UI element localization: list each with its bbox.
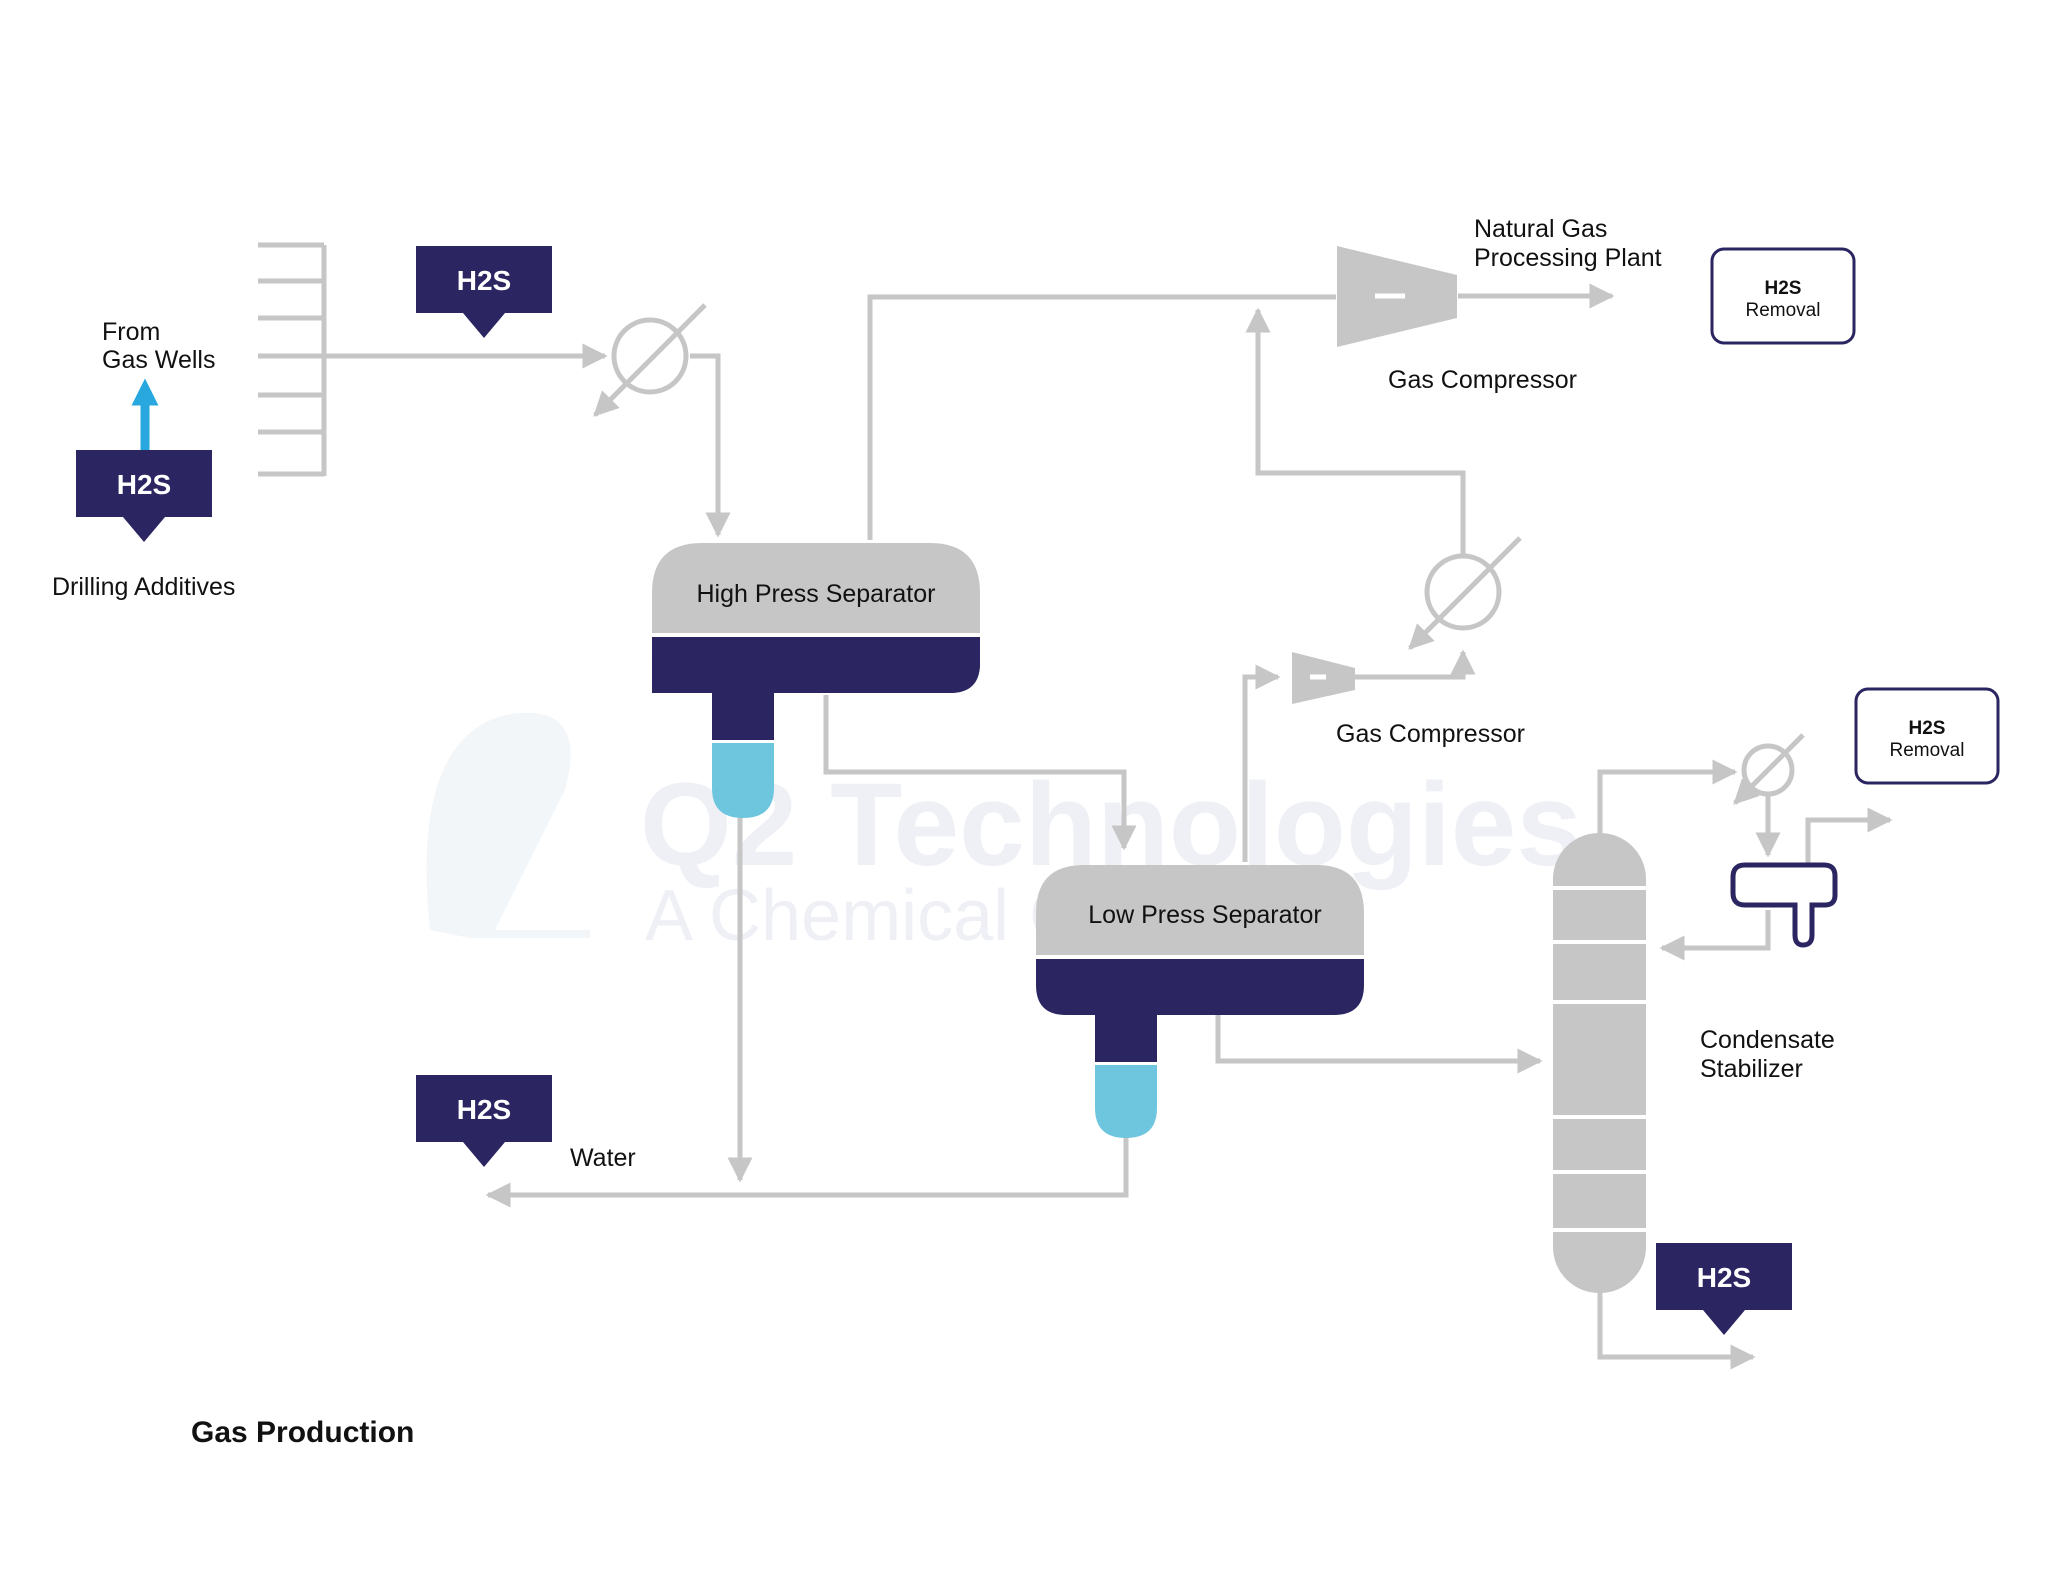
h2s-removal-box: H2S Removal (1710, 247, 1856, 345)
water-outlet-line (485, 1137, 1129, 1208)
high-press-separator-label: High Press Separator (696, 580, 935, 608)
svg-text:H2S: H2S (457, 1094, 511, 1125)
svg-text:H2S: H2S (1765, 278, 1802, 299)
low-press-separator: Low Press Separator (1036, 865, 1364, 1138)
svg-text:H2S: H2S (457, 265, 511, 296)
hp-gas-line (867, 294, 1336, 540)
page-title: Gas Production (191, 1416, 414, 1449)
low-press-separator-label: Low Press Separator (1088, 901, 1321, 929)
lp-compressor-out-line (1355, 649, 1476, 680)
h2s-badge: H2S (1656, 1243, 1792, 1335)
gas-compressor-mid-label: Gas Compressor (1336, 720, 1525, 748)
wellhead-manifold-icon (258, 242, 327, 477)
heat-exchanger-icon (1408, 536, 1522, 650)
lp-to-stabilizer-line (1215, 1015, 1543, 1074)
labels: From Gas Wells Drilling Additives Natura… (52, 215, 1835, 1449)
drum-vapor-line (1805, 807, 1893, 866)
drilling-additives-label: Drilling Additives (52, 573, 235, 601)
condensate-stabilizer-column (1553, 833, 1646, 1293)
svg-text:H2S: H2S (1909, 718, 1946, 739)
svg-text:H2S: H2S (117, 469, 171, 500)
reflux-return-line (1659, 910, 1771, 961)
high-press-separator: High Press Separator (652, 543, 980, 818)
stabilizer-overhead-line (1597, 759, 1738, 833)
natural-gas-label: Natural Gas (1474, 215, 1607, 243)
watermark-logo-icon (426, 712, 590, 938)
hx1-to-hp-line (690, 353, 731, 538)
gas-compressor-top-label: Gas Compressor (1388, 366, 1577, 394)
svg-text:H2S: H2S (1697, 1262, 1751, 1293)
svg-text:Removal: Removal (1746, 300, 1821, 321)
condensate-label: Condensate (1700, 1026, 1835, 1054)
compressor-icon (1292, 652, 1355, 704)
water-label: Water (570, 1144, 636, 1172)
from-gas-wells-label: From (102, 318, 160, 346)
h2s-badge: H2S (416, 246, 552, 338)
h2s-badge: H2S (76, 450, 212, 542)
recycle-line (1245, 307, 1466, 557)
hp-to-lp-line (823, 695, 1137, 851)
h2s-removal-box: H2S Removal (1854, 687, 2000, 785)
lp-gas-line (1242, 664, 1281, 862)
from-gas-wells-label-2: Gas Wells (102, 346, 215, 374)
heat-exchanger-icon (593, 303, 707, 417)
reflux-drum-icon (1730, 862, 1838, 948)
pipes (258, 242, 1893, 1370)
watermark: Q2 Technologies A Chemical Company (426, 712, 1582, 956)
svg-text:Removal: Removal (1890, 740, 1965, 761)
compressor-icon (1337, 246, 1457, 347)
stabilizer-label: Stabilizer (1700, 1055, 1803, 1083)
processing-plant-label: Processing Plant (1474, 244, 1662, 272)
h2s-badge: H2S (416, 1075, 552, 1167)
stabilizer-bottoms-line (1597, 1292, 1756, 1370)
heat-exchanger-icon (1733, 733, 1805, 805)
